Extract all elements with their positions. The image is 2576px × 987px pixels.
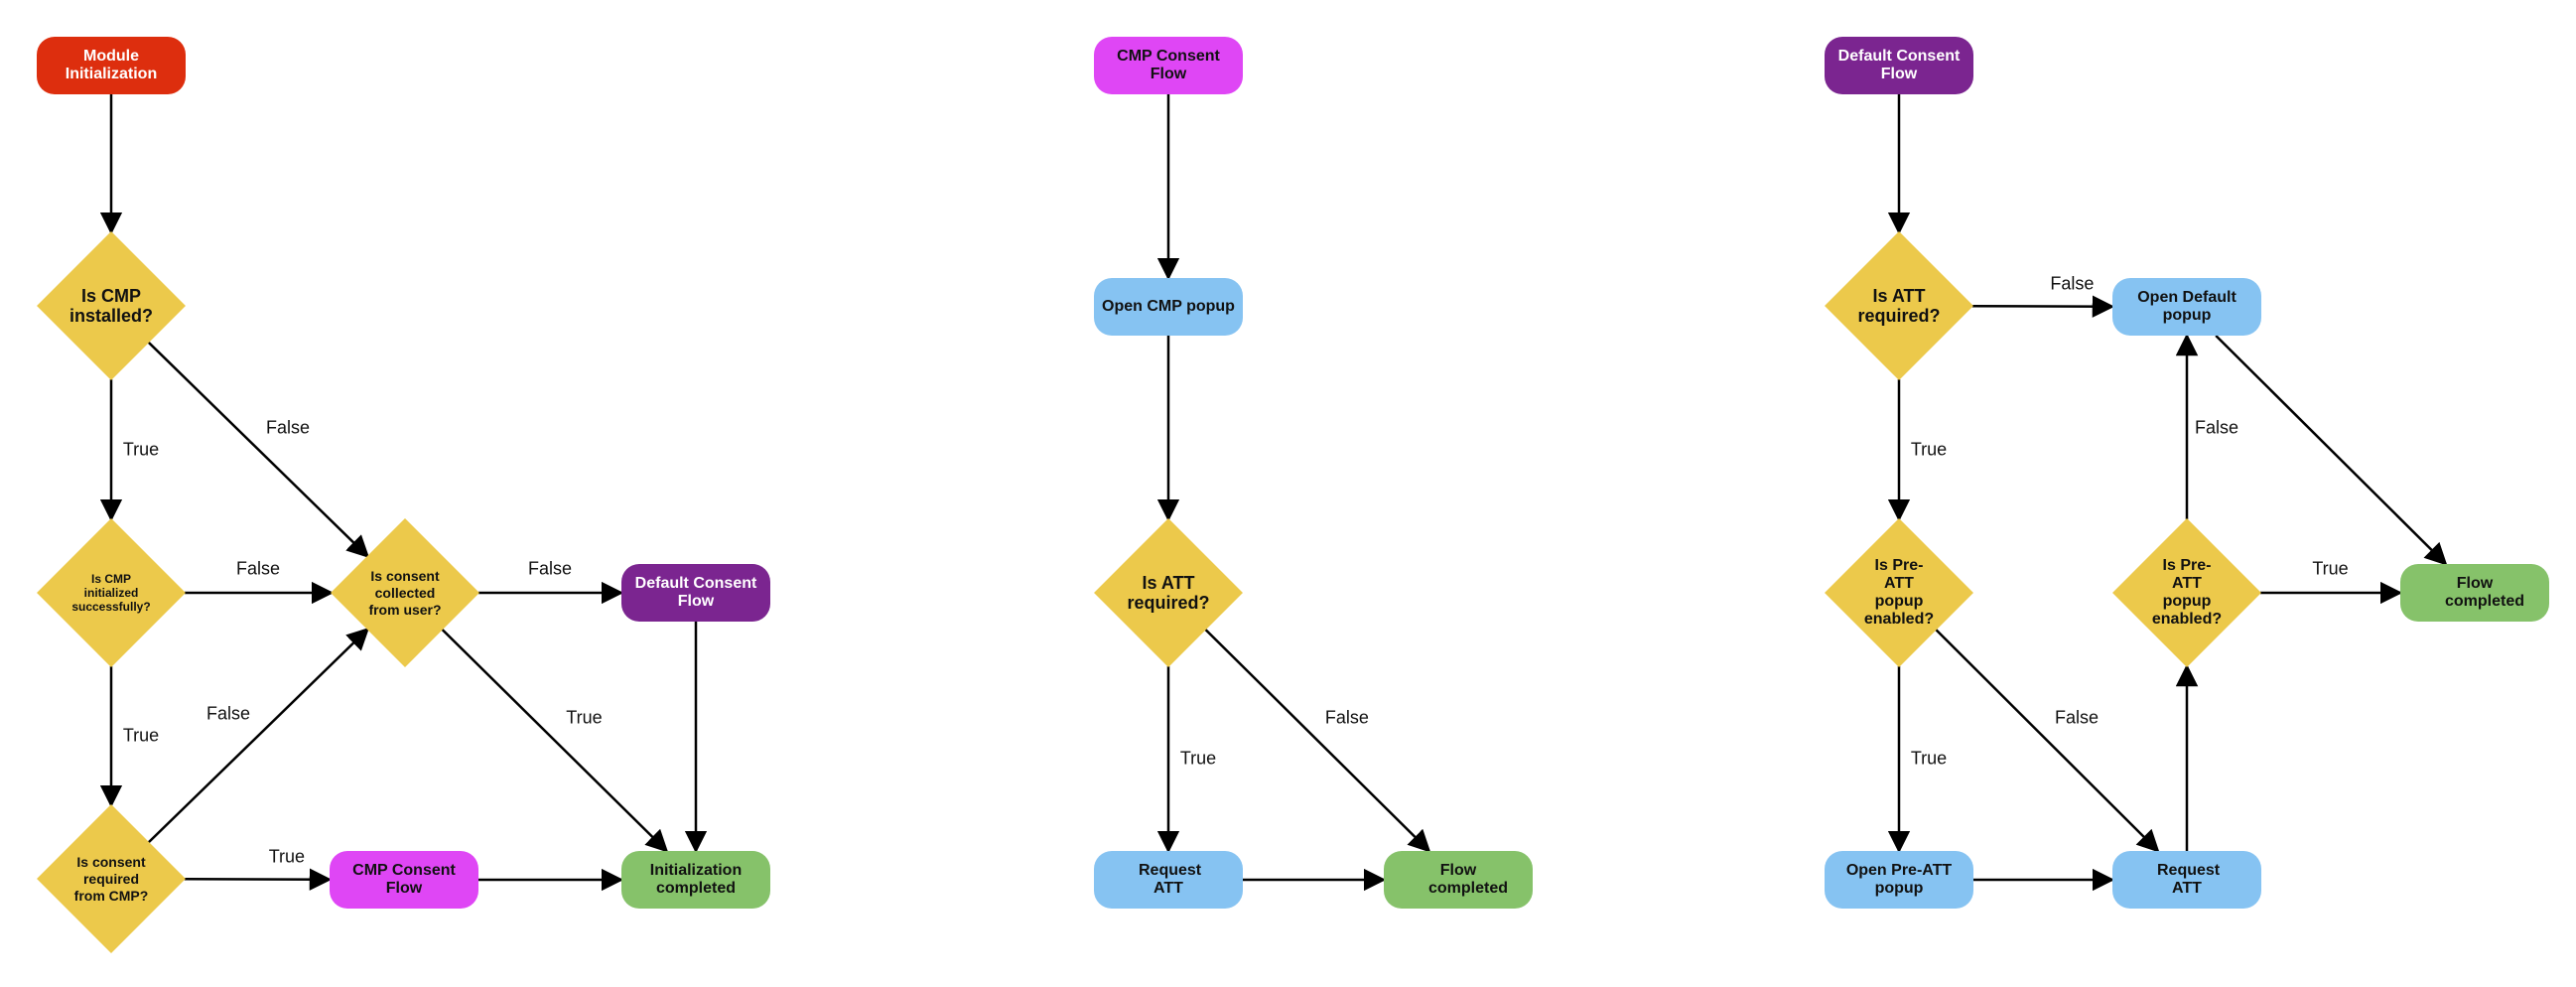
is-pre-att-popup-enabled-decision: Is Pre-ATT popup enabled? [1825, 518, 1973, 667]
is-pre-att-popup-enabled-decision: Is Pre-ATT popup enabled? [2112, 518, 2261, 667]
edge-open_default_popup-to-flow_completed_3 [2215, 335, 2448, 566]
request-att-node: Request ATT [2112, 851, 2261, 909]
flow-completed-node: Flow completed [1384, 851, 1533, 909]
edge-label: True [1910, 439, 1948, 459]
edge-label: True [122, 439, 160, 459]
request-att-node: Request ATT [1094, 851, 1243, 909]
cmp-consent-flow-start-node: CMP Consent Flow [1094, 37, 1243, 94]
edge-label: False [1324, 707, 1369, 728]
edge-label: True [1910, 748, 1948, 769]
edge-label: True [566, 707, 603, 728]
default-consent-flow-start-node: Default Consent Flow [1825, 37, 1973, 94]
open-default-popup-node: Open Default popup [2112, 278, 2261, 336]
edge-label: False [205, 703, 251, 724]
edge-label: False [235, 558, 281, 579]
edge-label: True [1179, 748, 1217, 769]
is-consent-required-decision: Is consent required from CMP? [37, 804, 186, 953]
edge-label: True [268, 846, 306, 867]
edge-label: False [265, 417, 311, 437]
edge-label: False [2050, 273, 2095, 294]
edge-label: True [122, 725, 160, 746]
is-cmp-installed-decision: Is CMP installed? [37, 231, 186, 380]
edge-label: False [2194, 417, 2239, 437]
open-pre-att-popup-node: Open Pre-ATT popup [1825, 851, 1973, 909]
is-att-required-decision: Is ATT required? [1094, 518, 1243, 667]
edge-label: False [2054, 707, 2099, 728]
cmp-consent-flow-node: CMP Consent Flow [330, 851, 478, 909]
is-cmp-initialized-decision: Is CMP initialized successfully? [37, 518, 186, 667]
open-cmp-popup-node: Open CMP popup [1094, 278, 1243, 336]
edge-label: True [2312, 558, 2349, 579]
flow-completed-node: Flow completed [2400, 564, 2549, 622]
initialization-completed-node: Initialization completed [621, 851, 770, 909]
is-att-required-decision: Is ATT required? [1825, 231, 1973, 380]
edge-label: False [527, 558, 573, 579]
is-consent-collected-decision: Is consent collected from user? [331, 518, 479, 667]
default-consent-flow-node: Default Consent Flow [621, 564, 770, 622]
module-initialization-node: Module Initialization [37, 37, 186, 94]
